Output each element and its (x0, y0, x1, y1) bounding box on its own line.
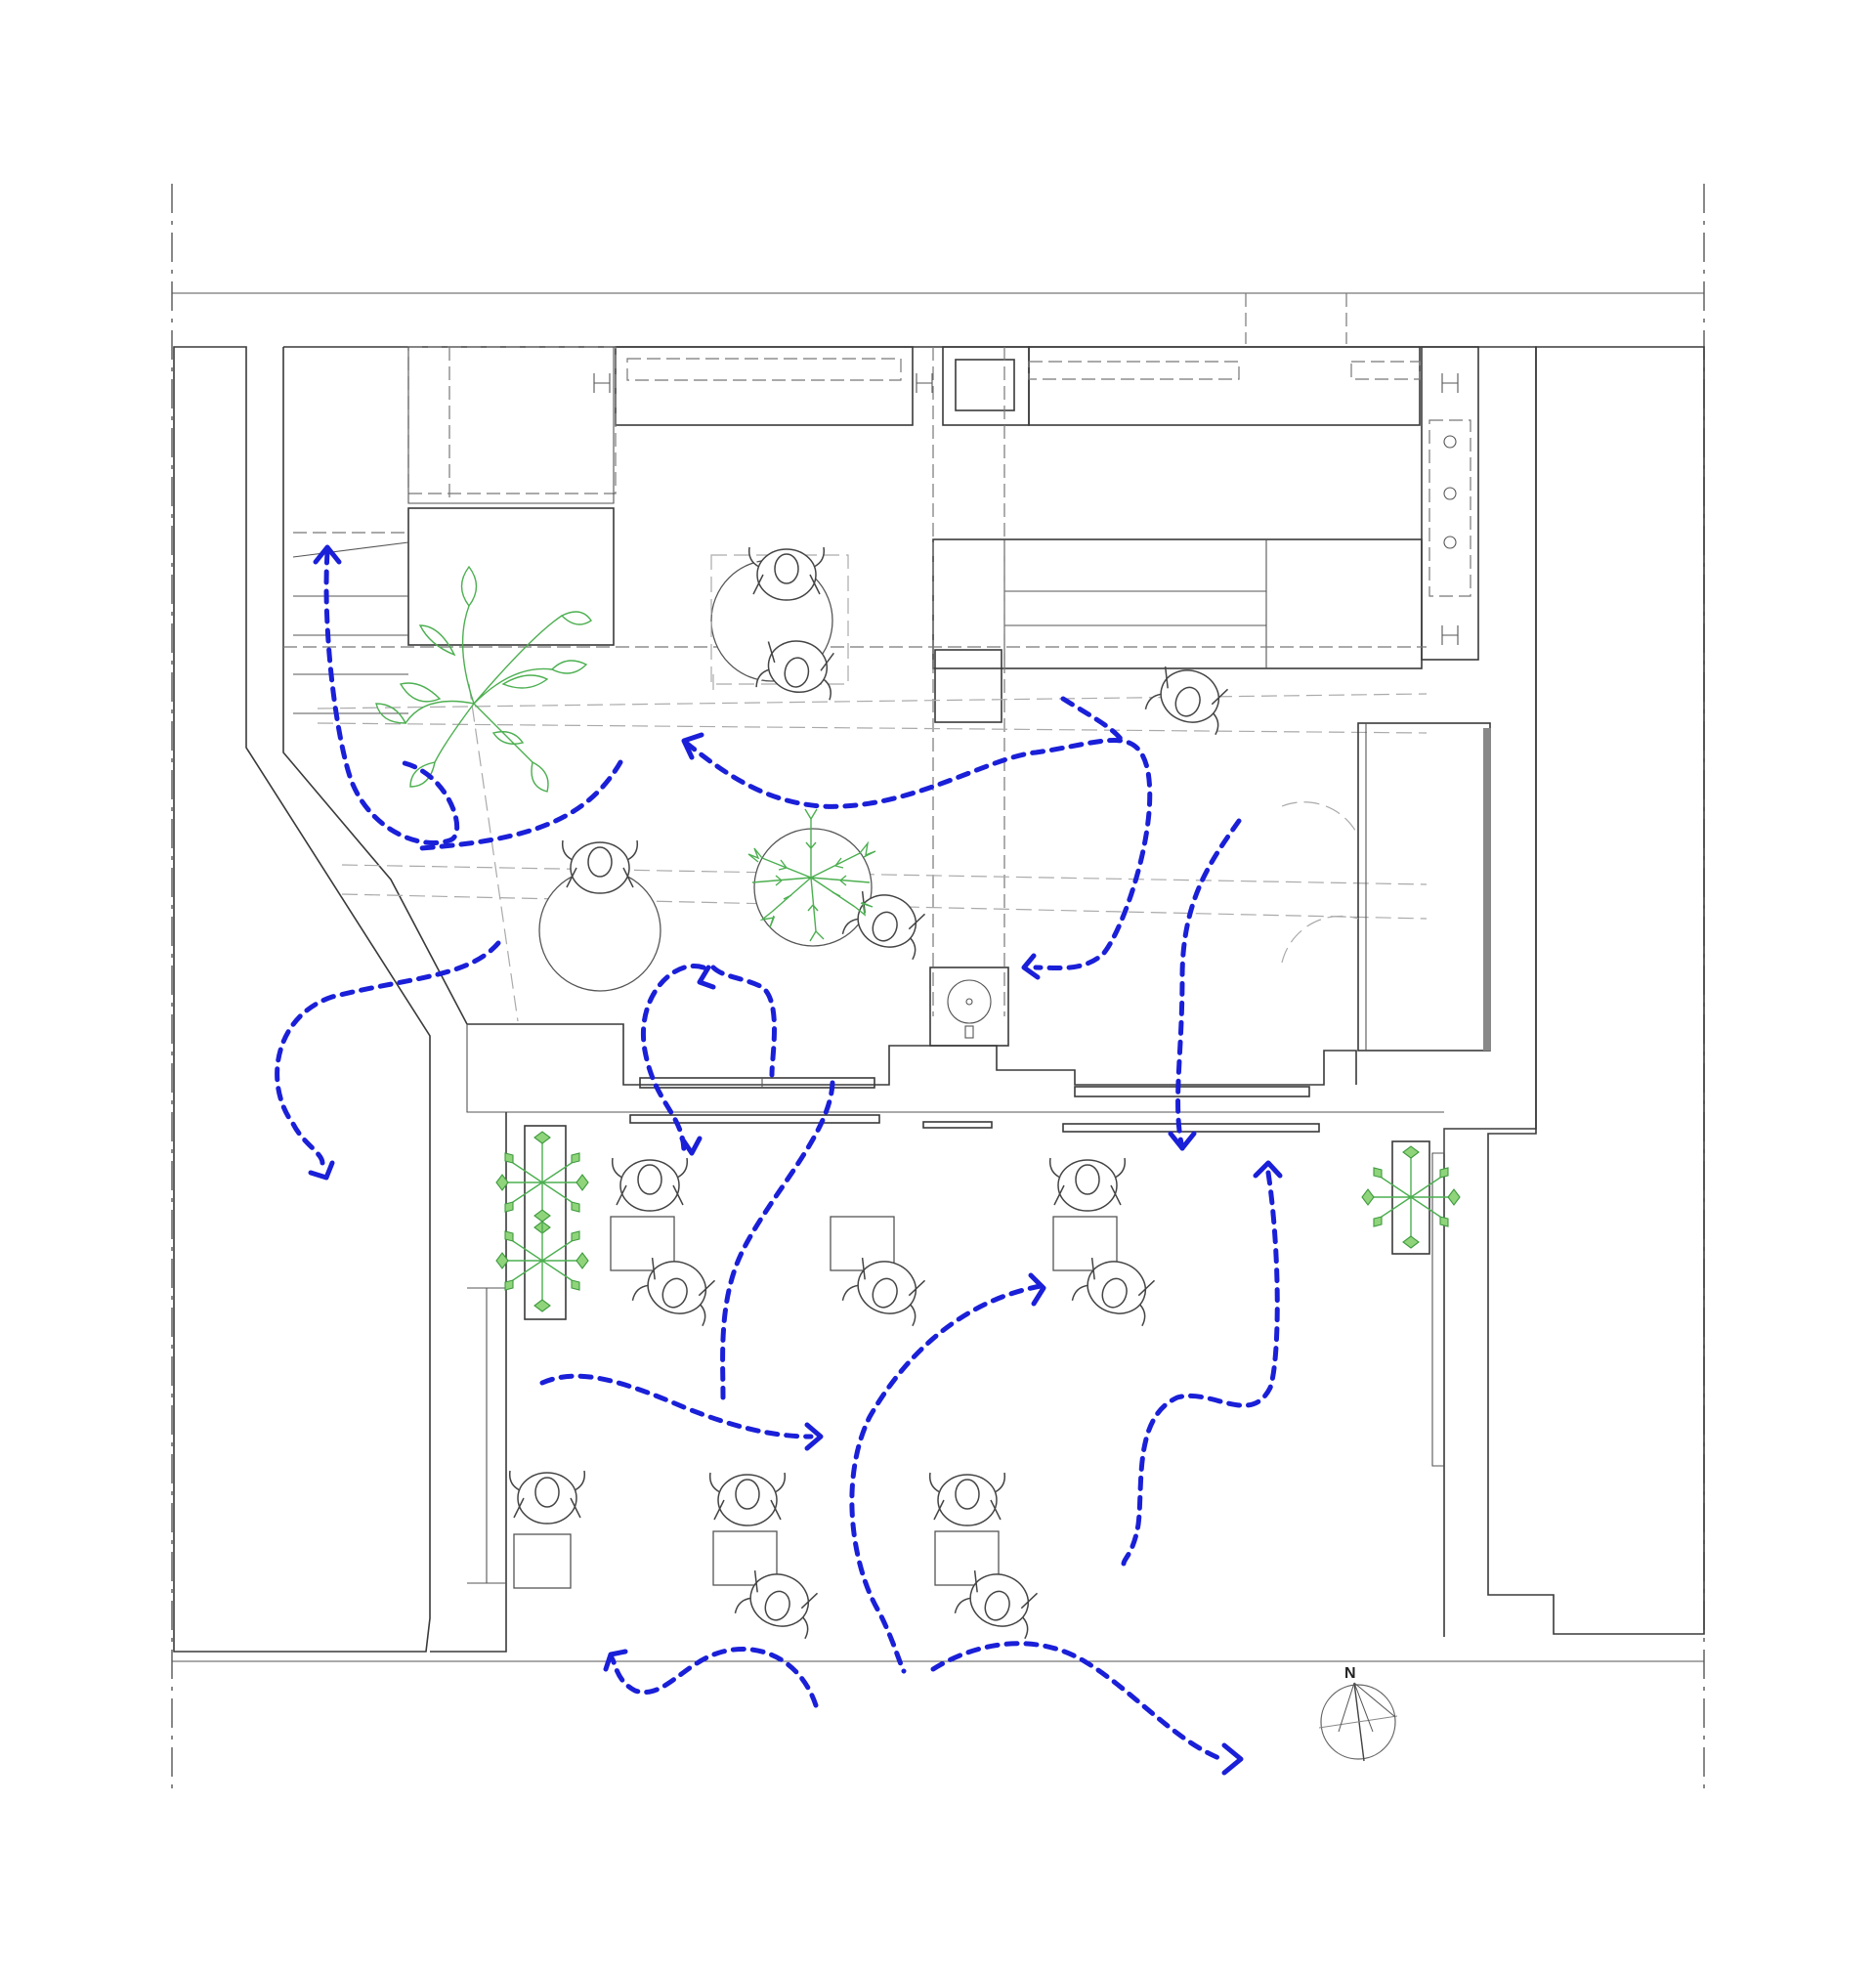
right-service-block (1281, 722, 1491, 1052)
person-icon (1048, 1157, 1127, 1212)
circulation-flows (275, 544, 1283, 1776)
north-label: N (1344, 1665, 1356, 1682)
neighbour-wall-left (173, 346, 431, 1653)
person-icon (708, 1472, 787, 1526)
storage-and-stair (292, 346, 617, 714)
inside-tables (538, 554, 873, 992)
neighbour-wall-right (1487, 346, 1705, 1635)
plant-icon (495, 1209, 589, 1312)
person-icon (611, 1157, 689, 1212)
person-icon (508, 1470, 586, 1525)
person-icon (928, 1472, 1006, 1526)
plant-icon (1361, 1145, 1461, 1249)
facade-benches (629, 1077, 1320, 1133)
north-arrow-icon: N (1318, 1665, 1398, 1762)
plants (375, 565, 1461, 1312)
people (508, 546, 1235, 1640)
sink (929, 967, 1009, 1047)
plant-icon (375, 565, 592, 793)
building-walls (282, 346, 1537, 1653)
kitchen-counters (593, 346, 1479, 723)
plant-icon (747, 808, 876, 942)
flow-arrow-icon (323, 549, 460, 845)
